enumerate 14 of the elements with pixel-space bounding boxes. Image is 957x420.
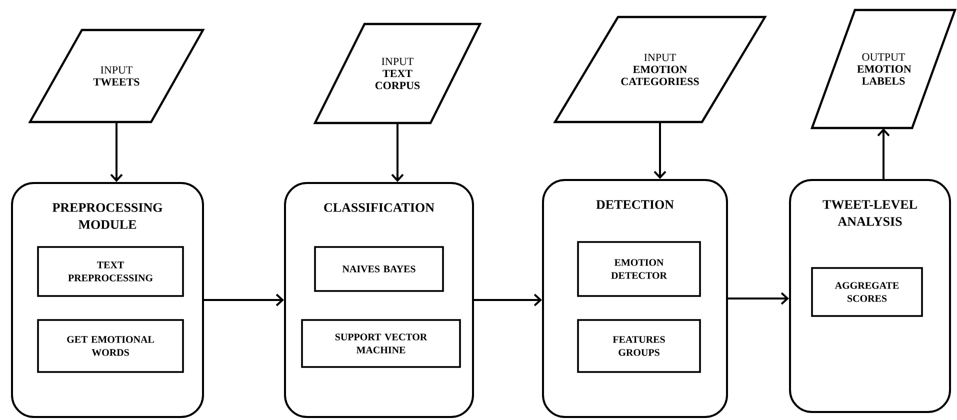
arrow [110, 122, 123, 182]
arrow [728, 292, 790, 305]
step-box: SUPPORT VECTOR MACHINE [301, 319, 461, 368]
arrow [204, 294, 284, 306]
step-box: GET EMOTIONAL WORDS [37, 319, 184, 373]
arrow [391, 123, 404, 182]
arrow [877, 128, 890, 179]
step-box: EMOTION DETECTOR [577, 241, 701, 297]
step-box: TEXT PREPROCESSING [37, 246, 184, 297]
step-box: NAIVES BAYES [314, 246, 444, 292]
step-box: FEATURES GROUPS [577, 319, 701, 373]
arrow [474, 294, 542, 306]
step-box: AGGREGATE SCORES [811, 267, 923, 317]
arrow [654, 122, 666, 179]
